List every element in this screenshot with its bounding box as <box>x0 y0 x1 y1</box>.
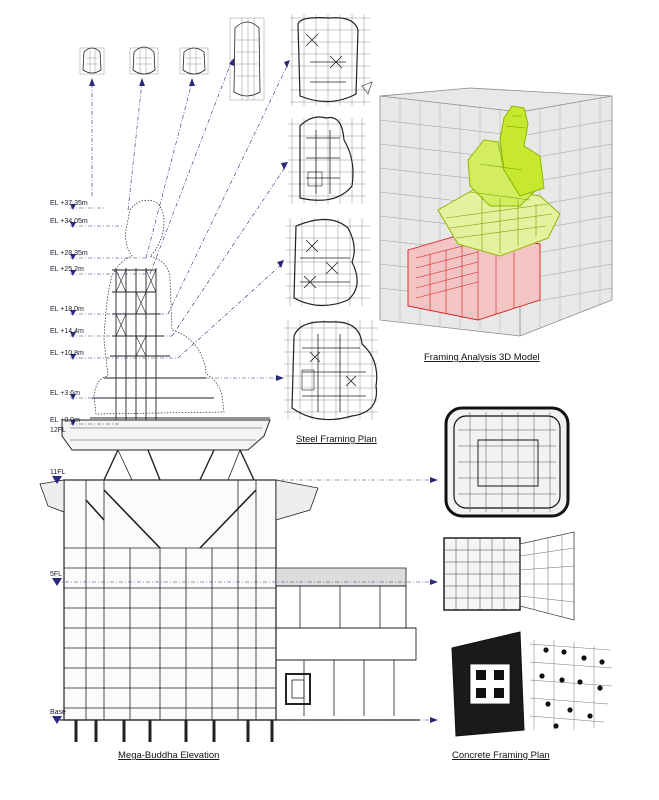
buddha-elevation <box>39 199 420 742</box>
elevation-label-25: EL +25.2m <box>50 266 84 273</box>
framing-analysis-3d-model <box>379 87 613 337</box>
level-lines <box>56 207 434 721</box>
top-plan-sketch-1 <box>79 47 105 75</box>
concrete-plan-11fl <box>444 406 570 518</box>
elevation-label-34: EL +34.05m <box>50 218 88 225</box>
floor-label-base: Base <box>50 709 66 716</box>
elevation-label-0: EL +0.0m <box>50 417 80 424</box>
concrete-plan-5fl <box>443 531 575 621</box>
elevation-label-28: EL +28.35m <box>50 250 88 257</box>
floor-label-5fl: 5FL <box>50 571 62 578</box>
steel-plan-3 <box>286 218 370 307</box>
concrete-plan-base <box>451 631 613 737</box>
elevation-label-3: EL +3.6m <box>50 390 80 397</box>
elevation-label-18: EL +18.0m <box>50 306 84 313</box>
elevation-label-37: EL +37.35m <box>50 200 88 207</box>
elevation-label-14: EL +14.4m <box>50 328 84 335</box>
mega-buddha-elevation-caption: Mega-Buddha Elevation <box>118 750 219 761</box>
framing-analysis-3d-caption: Framing Analysis 3D Model <box>424 352 540 363</box>
floor-label-12fl: 12FL <box>50 427 66 434</box>
floor-label-11fl: 11FL <box>50 469 66 476</box>
leader-lines <box>91 59 289 379</box>
elevation-label-10: EL +10.8m <box>50 350 84 357</box>
top-plan-sketch-3 <box>179 47 209 75</box>
steel-plan-1 <box>290 14 373 106</box>
top-plan-sketch-4 <box>229 17 265 101</box>
level-markers <box>52 204 76 724</box>
steel-framing-plan-caption: Steel Framing Plan <box>296 434 377 445</box>
top-plan-sketch-2 <box>129 46 159 75</box>
steel-plan-2 <box>288 116 366 204</box>
leader-arrows <box>89 58 438 723</box>
concrete-framing-plan-caption: Concrete Framing Plan <box>452 750 550 761</box>
steel-plan-4 <box>284 320 378 421</box>
